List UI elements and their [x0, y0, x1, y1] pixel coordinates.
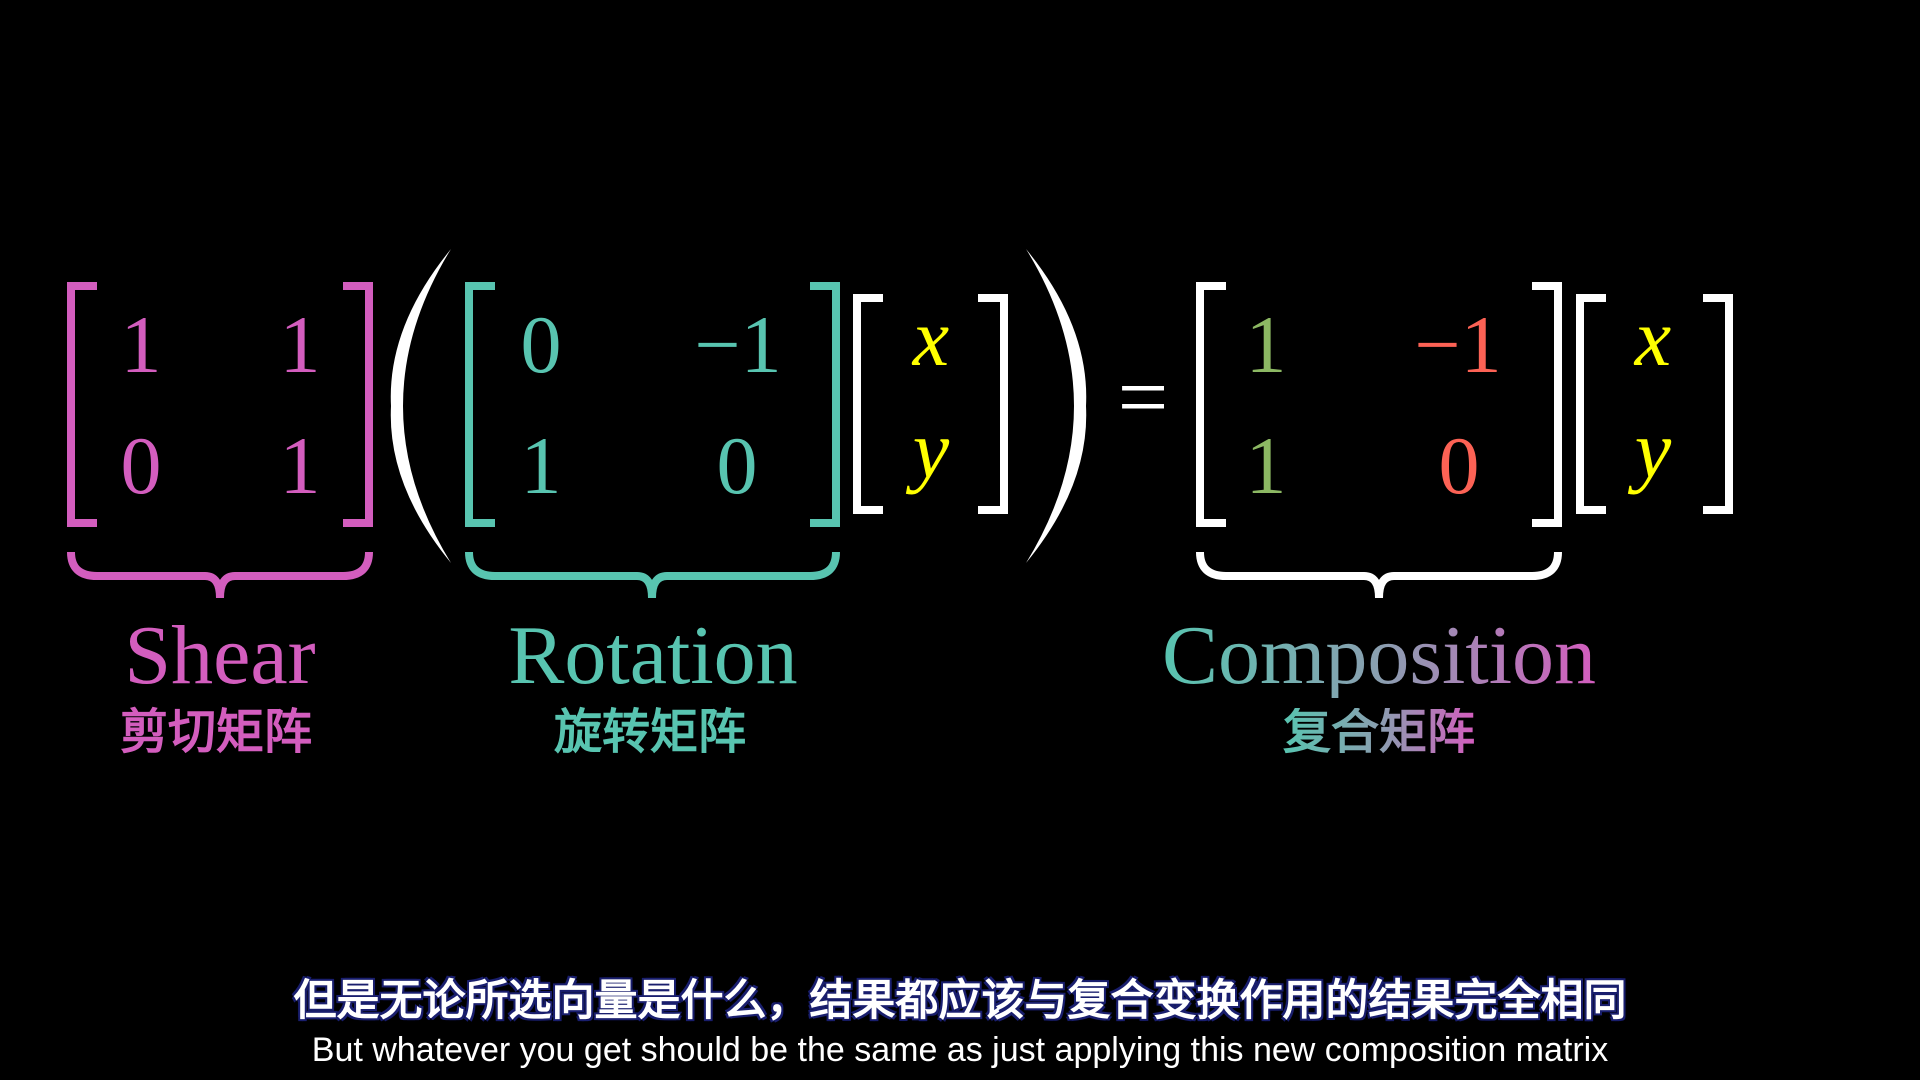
composition-left-bracket	[1196, 282, 1226, 527]
composition-right-bracket	[1532, 282, 1562, 527]
composition-brace	[1196, 552, 1562, 599]
vector-right-bracket	[978, 294, 1008, 514]
subtitle-english: But whatever you get should be the same …	[311, 1031, 1609, 1069]
rotation-entry: 0	[716, 420, 758, 511]
composition-entry: 1	[1245, 420, 1287, 511]
composition-label-zh: 复合矩阵	[1282, 704, 1476, 760]
shear-right-bracket	[343, 282, 373, 527]
rotation-entry: −1	[694, 299, 782, 390]
shear-label: Shear	[124, 609, 316, 702]
rotation-right-bracket	[810, 282, 840, 527]
vector2-y: y	[1634, 404, 1672, 495]
shear-entry: 1	[279, 299, 321, 390]
rotation-label: Rotation	[508, 609, 798, 702]
subtitle-chinese: 但是无论所选向量是什么，结果都应该与复合变换作用的结果完全相同	[293, 976, 1627, 1026]
rotation-brace	[465, 552, 840, 599]
composition-entry: 0	[1438, 420, 1480, 511]
left-parenthesis	[390, 249, 451, 563]
vector2-right-bracket	[1703, 294, 1733, 514]
rotation-entry: 0	[520, 299, 562, 390]
rotation-left-bracket	[465, 282, 495, 527]
right-parenthesis	[1026, 249, 1087, 563]
rotation-label-zh: 旋转矩阵	[553, 704, 747, 760]
vector2-x: x	[1634, 292, 1672, 383]
shear-label-zh: 剪切矩阵	[119, 704, 313, 760]
composition-entry: 1	[1245, 299, 1287, 390]
shear-left-bracket	[67, 282, 97, 527]
shear-entry: 0	[120, 420, 162, 511]
composition-label: Composition	[1161, 609, 1597, 702]
shear-brace	[67, 552, 373, 599]
shear-entry: 1	[120, 299, 162, 390]
rotation-entry: 1	[520, 420, 562, 511]
vector-x: x	[912, 292, 950, 383]
vector-y: y	[912, 404, 950, 495]
shear-entry: 1	[279, 420, 321, 511]
vector2-left-bracket	[1576, 294, 1606, 514]
equals-sign: =	[1117, 348, 1169, 447]
composition-entry: −1	[1414, 299, 1502, 390]
vector-left-bracket	[853, 294, 883, 514]
